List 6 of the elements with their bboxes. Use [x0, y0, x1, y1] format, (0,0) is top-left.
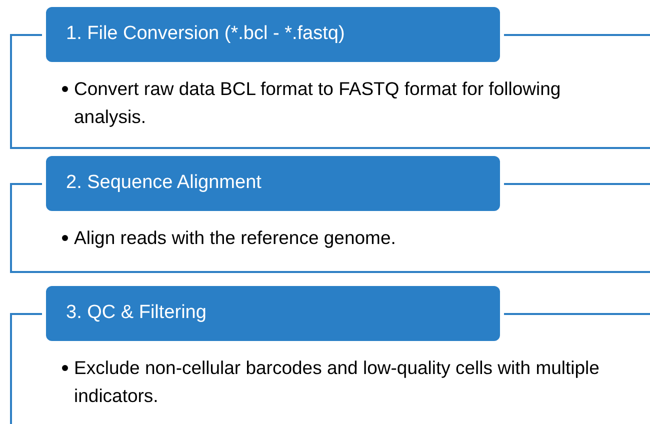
step-header: 1. File Conversion (*.bcl - *.fastq) — [46, 7, 500, 62]
step-description: Exclude non-cellular barcodes and low-quality cells with multiple indicators. — [74, 356, 600, 408]
step-header: 3. QC & Filtering — [46, 286, 500, 341]
step-description: Align reads with the reference genome. — [74, 226, 397, 250]
step-description: Convert raw data BCL format to FASTQ format for following analysis. — [74, 77, 562, 129]
step-header: 2. Sequence Alignment — [46, 156, 500, 211]
